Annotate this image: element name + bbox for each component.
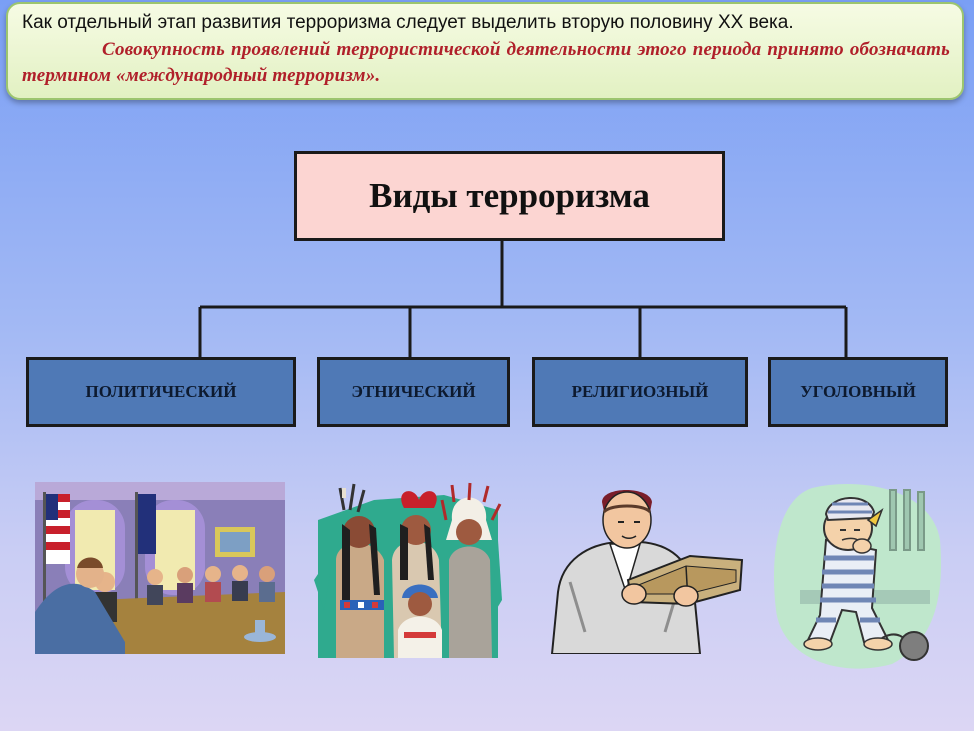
diagram-root: Виды терроризма xyxy=(294,151,725,241)
intro-note-line1: Как отдельный этап развития терроризма с… xyxy=(22,12,794,33)
native-family-icon xyxy=(314,482,502,658)
priest-reading-icon xyxy=(550,490,744,654)
type-political: ПОЛИТИЧЕСКИЙ xyxy=(26,357,296,427)
prisoner-icon xyxy=(773,483,942,669)
type-religious: РЕЛИГИОЗНЫЙ xyxy=(532,357,748,427)
type-ethnic: ЭТНИЧЕСКИЙ xyxy=(317,357,510,427)
intro-note-line2: Совокупность проявлений террористической… xyxy=(22,39,950,86)
intro-note: Как отдельный этап развития терроризма с… xyxy=(6,2,964,100)
type-criminal: УГОЛОВНЫЙ xyxy=(768,357,948,427)
meeting-room-icon xyxy=(35,482,285,654)
